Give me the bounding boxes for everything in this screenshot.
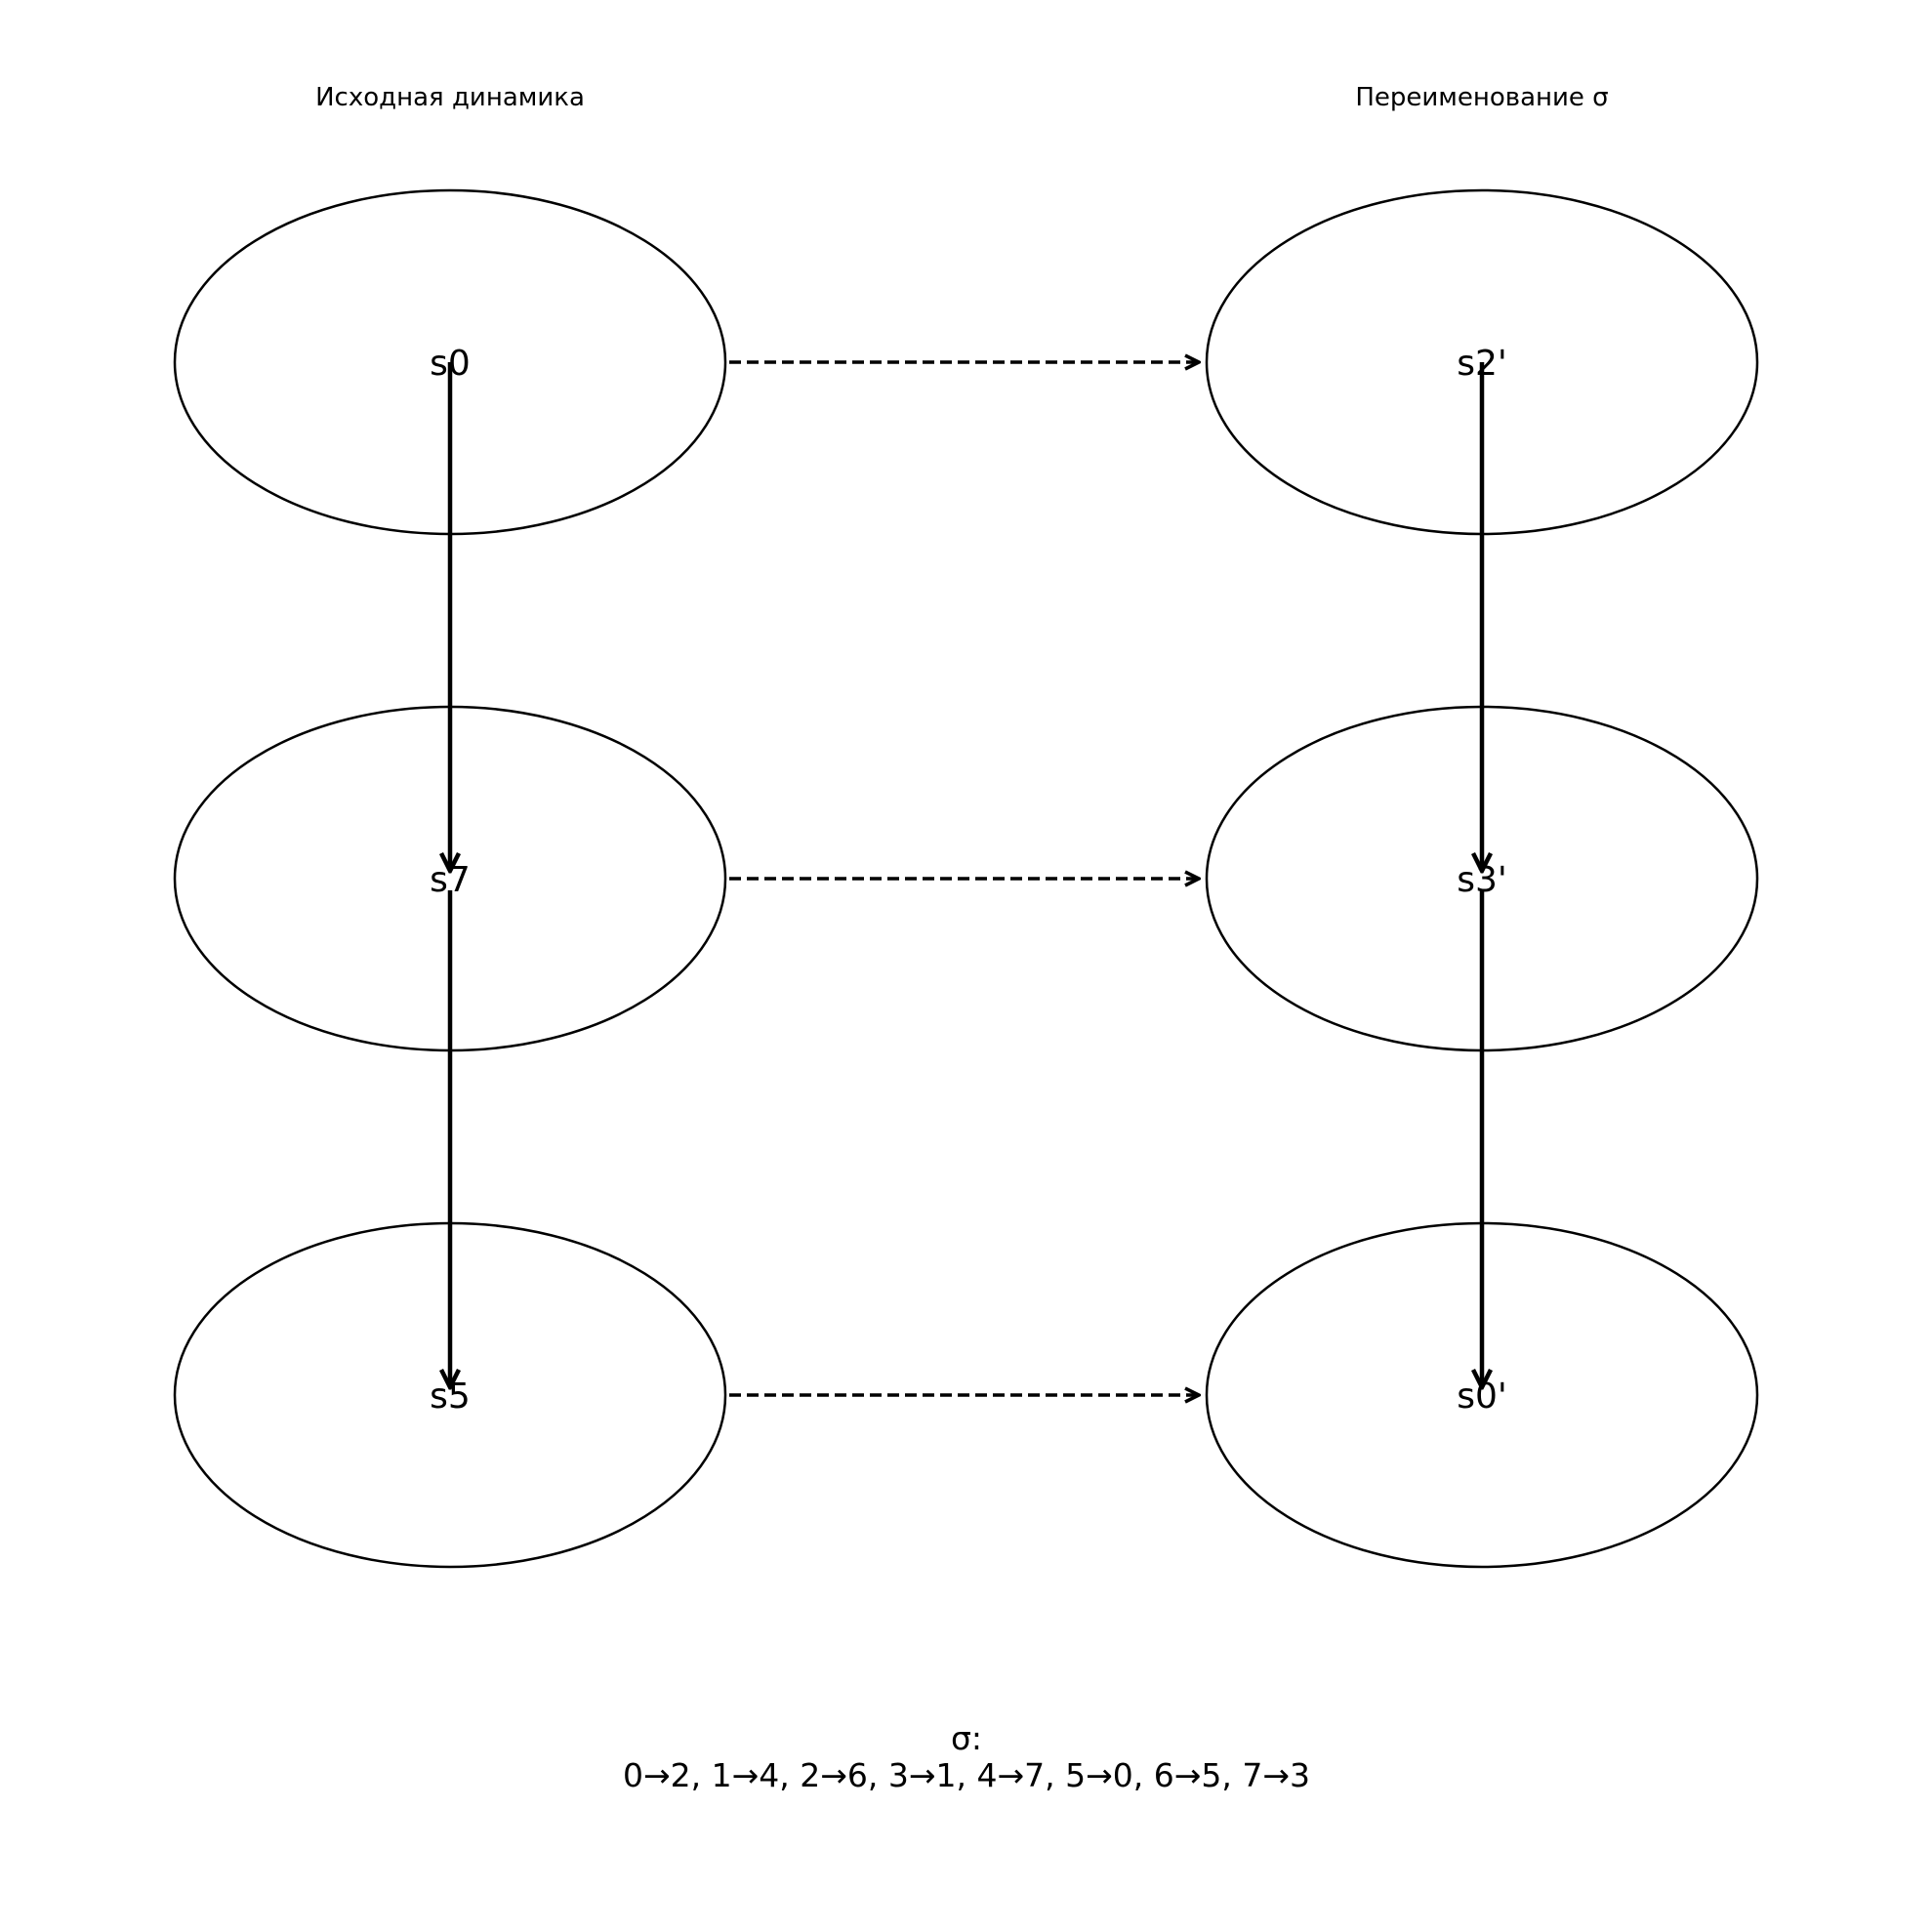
sigma-mapping-text: 0→2, 1→4, 2→6, 3→1, 4→7, 5→0, 6→5, 7→3 <box>623 1756 1310 1794</box>
left-column-title: Исходная динамика <box>315 83 585 112</box>
right-column-title: Переименование σ <box>1355 83 1608 112</box>
sigma-caption-heading: σ: <box>951 1719 982 1757</box>
